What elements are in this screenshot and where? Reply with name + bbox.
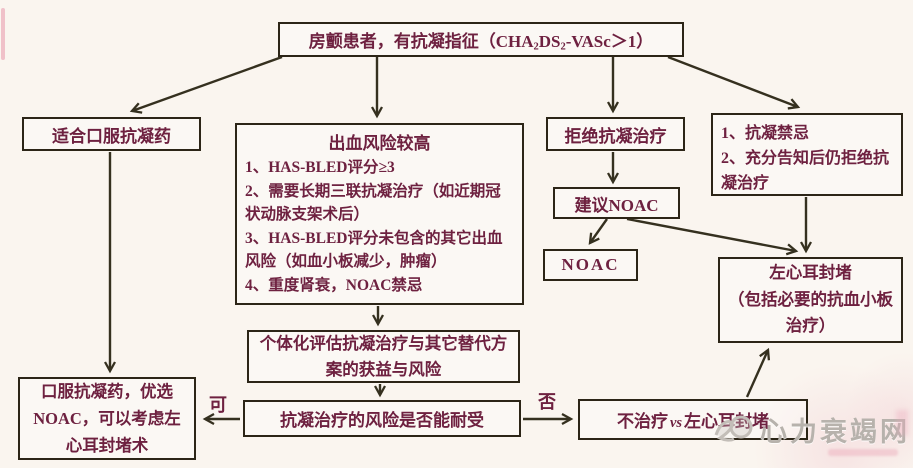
node-laac: 左心耳封堵 （包括必要的抗血小板治疗） (718, 257, 903, 343)
oac-prefer-noac-label: 口服抗凝药，优选NOAC，可以考虑左心耳封堵术 (33, 381, 181, 456)
bleeding-risk-item: 1、HAS-BLED评分≥3 (245, 159, 395, 176)
arrow-patient-to-contra (667, 55, 801, 110)
risk-tolerable-label: 抗凝治疗的风险是否能耐受 (280, 411, 484, 430)
laac-line1: 左心耳封堵 (769, 263, 852, 283)
node-noac: NOAC (543, 249, 638, 281)
node-refuse-label: 拒绝抗凝治疗 (564, 126, 667, 146)
node-suitable-oac-label: 适合口服抗凝药 (52, 126, 171, 146)
node-refuse-anticoag: 拒绝抗凝治疗 (546, 117, 685, 151)
edge-label-no: 否 (538, 392, 556, 412)
bleeding-risk-item: 4、重度肾衰，NOAC禁忌 (245, 276, 423, 294)
node-oac-prefer-noac: 口服抗凝药，优选NOAC，可以考虑左心耳封堵术 (18, 377, 196, 460)
individual-assess-label: 个体化评估抗凝治疗与其它替代方案的获益与风险 (259, 333, 508, 379)
node-individual-assess: 个体化评估抗凝治疗与其它替代方案的获益与风险 (247, 330, 520, 383)
contraindication-item: 1、抗凝禁忌 (721, 125, 810, 142)
node-af-patient: 房颤患者，有抗凝指征（CHA2DS2-VASc＞1） (278, 22, 684, 57)
node-suggest-noac: 建议NOAC (553, 187, 680, 219)
arrow-notreat-to-laac (745, 347, 771, 398)
suggest-noac-label: 建议NOAC (574, 195, 659, 215)
watermark-text: 心力衰竭网 (760, 416, 910, 447)
contraindication-item: 2、充分告知后仍拒绝抗凝治疗 (721, 149, 890, 192)
bleeding-risk-item: 2、需要长期三联抗凝治疗（如近期冠状动脉支架术后） (245, 182, 501, 224)
arrow-suggest-to-noac (588, 218, 608, 245)
node-contraindication: 1、抗凝禁忌 2、充分告知后仍拒绝抗凝治疗 (711, 113, 903, 196)
noac-label: NOAC (561, 255, 620, 274)
bleeding-risk-title: 出血风险较高 (328, 134, 431, 153)
arrow-patient-to-suitable (129, 55, 283, 114)
scan-artifact (1, 8, 5, 60)
edge-label-yes: 可 (209, 395, 227, 415)
watermark-logo (714, 415, 753, 442)
bleeding-risk-item: 3、HAS-BLED评分未包含的其它出血风险（如血小板减少，肿瘤） (245, 229, 503, 271)
laac-line2: （包括必要的抗血小板治疗） (728, 289, 893, 336)
watermark: 心力衰竭网 (708, 405, 910, 453)
arrow-suggest-to-laac (626, 217, 799, 256)
node-suitable-oac: 适合口服抗凝药 (22, 117, 201, 151)
node-bleeding-risk: 出血风险较高 1、HAS-BLED评分≥3 2、需要长期三联抗凝治疗（如近期冠状… (235, 123, 524, 305)
node-risk-tolerable: 抗凝治疗的风险是否能耐受 (243, 400, 521, 437)
node-af-patient-label: 房颤患者，有抗凝指征（CHA2DS2-VASc＞1） (308, 31, 654, 53)
